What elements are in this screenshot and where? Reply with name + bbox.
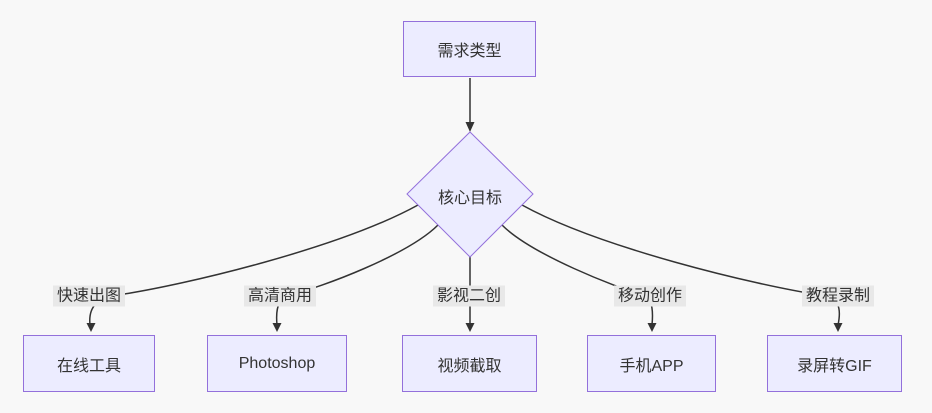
node-phone-app: 手机APP: [587, 335, 716, 392]
arrowhead-to-video-capture: [465, 323, 475, 332]
decision-diamond-shape: [406, 131, 534, 258]
edge-decision-to-photoshop: [275, 224, 439, 326]
node-screen-record-gif-label: 录屏转GIF: [797, 357, 872, 375]
node-screen-record-gif: 录屏转GIF: [767, 335, 902, 392]
arrowhead-to-photoshop: [272, 323, 282, 332]
edge-decision-to-screen-record-gif: [521, 204, 841, 326]
node-online-tools: 在线工具: [23, 335, 155, 392]
arrowhead-to-online-tools: [86, 323, 96, 332]
node-core-goal: 核心目标: [438, 184, 502, 208]
edge-decision-to-phone-app: [501, 224, 654, 326]
arrowhead-to-screen-record-gif: [833, 323, 843, 332]
edge-label-quick-output: 快速出图: [52, 285, 126, 307]
edge-label-hd-commercial: 高清商用: [243, 285, 317, 307]
node-requirement-type-label: 需求类型: [437, 43, 502, 60]
arrowhead-to-decision: [465, 122, 475, 132]
node-video-capture-label: 视频截取: [437, 357, 502, 375]
arrowhead-to-phone-app: [647, 323, 657, 332]
node-requirement-type: 需求类型: [403, 21, 536, 77]
node-core-goal-label: 核心目标: [437, 190, 503, 207]
node-photoshop-label: Photoshop: [238, 354, 316, 372]
node-photoshop: Photoshop: [207, 335, 347, 392]
node-video-capture: 视频截取: [402, 335, 537, 392]
node-phone-app-label: 手机APP: [619, 357, 684, 375]
edge-label-mobile-creation: 移动创作: [613, 285, 687, 307]
edge-decision-to-online-tools: [89, 204, 419, 326]
node-online-tools-label: 在线工具: [56, 357, 121, 375]
edge-label-tutorial-recording: 教程录制: [801, 285, 875, 307]
edge-label-video-remix: 影视二创: [432, 285, 506, 307]
